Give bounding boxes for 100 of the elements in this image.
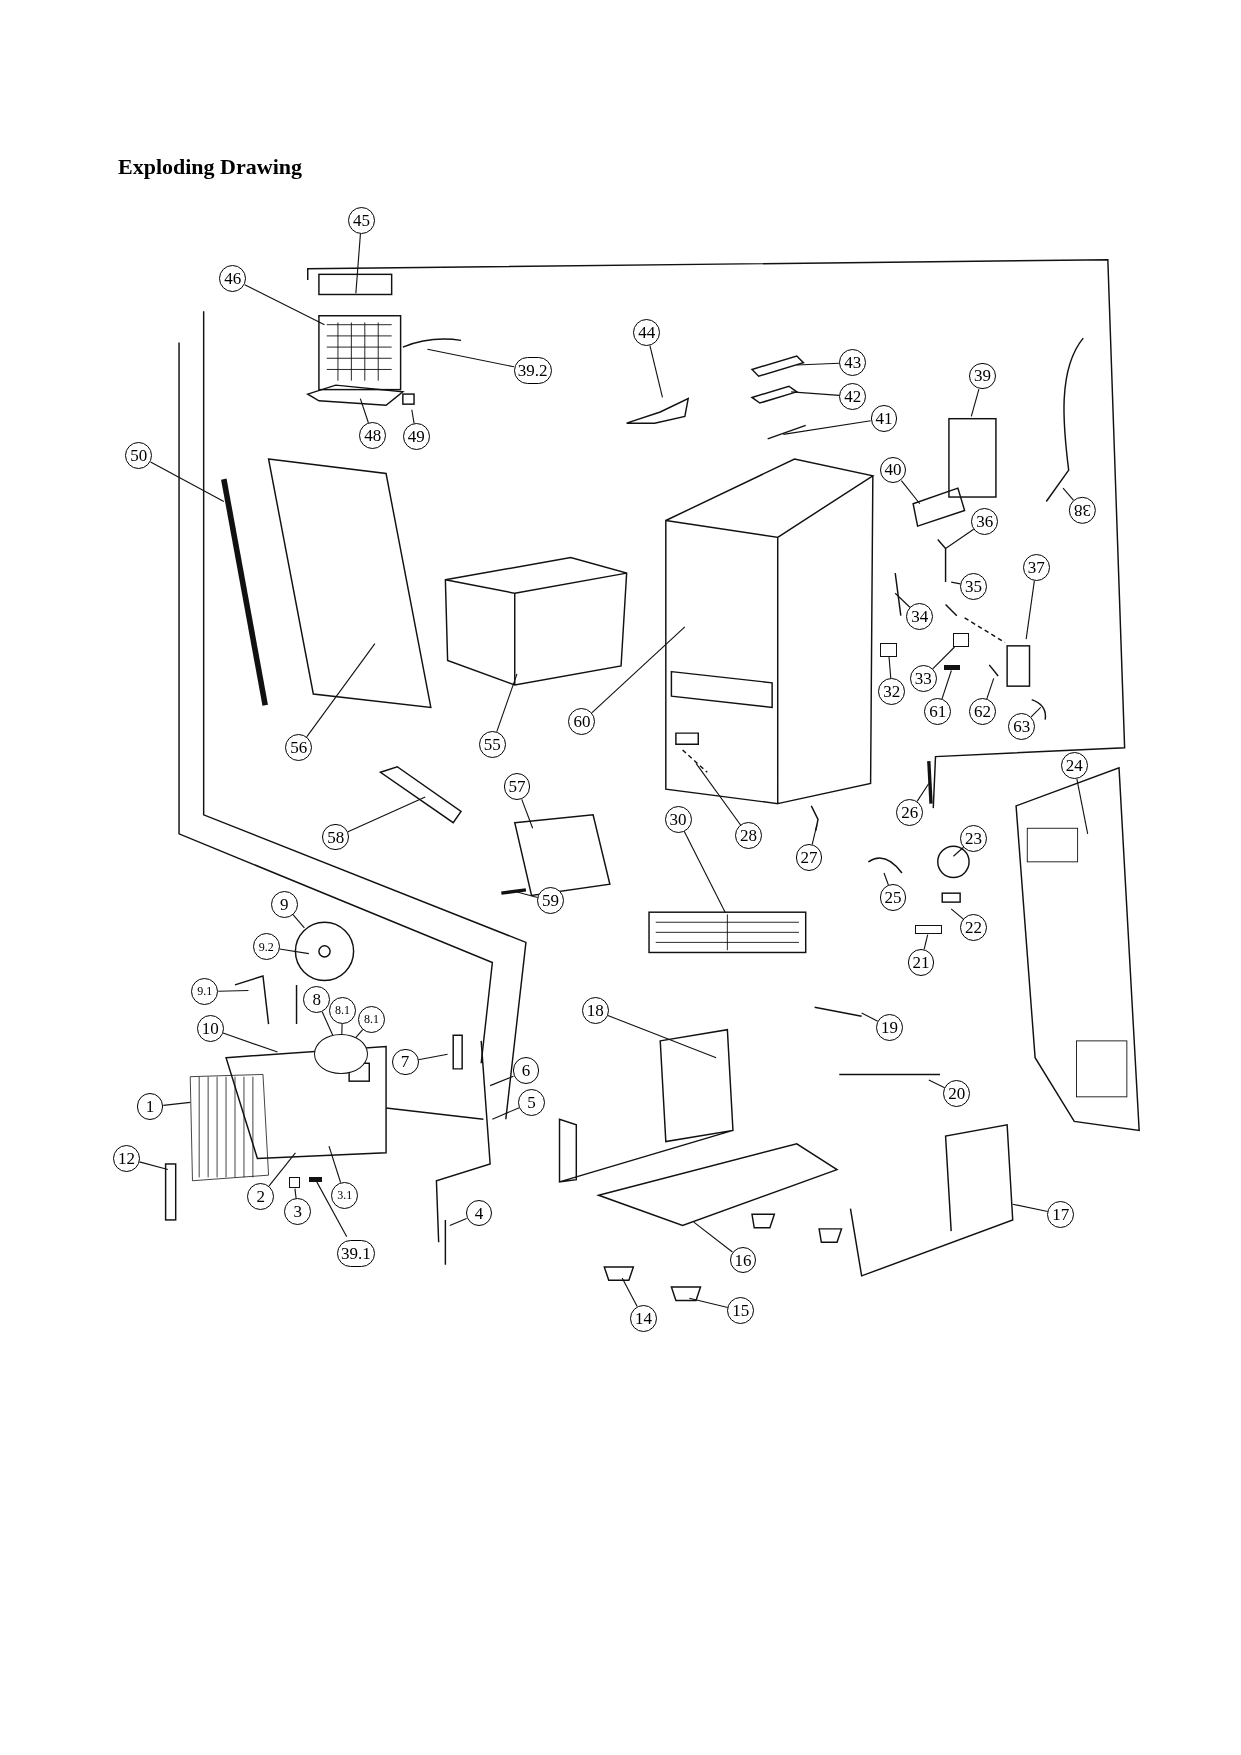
leader-line: [1030, 706, 1042, 718]
callout-number: 22: [960, 914, 987, 942]
callout-number: 42: [839, 382, 867, 410]
callout-number: 19: [876, 1013, 904, 1041]
callout-number: 63: [1008, 712, 1036, 740]
callout-number: 37: [1022, 553, 1050, 581]
callout-number: 6: [512, 1057, 540, 1085]
callout-number: 40: [879, 456, 907, 484]
callout-number: 5: [518, 1088, 545, 1116]
leader-line: [138, 1161, 169, 1171]
leader-line: [150, 461, 225, 503]
leader-line: [945, 528, 975, 550]
leader-line: [782, 420, 872, 435]
leader-line: [1012, 1203, 1049, 1213]
callout-number: 35: [960, 572, 987, 600]
leader-line: [355, 1029, 364, 1038]
callout-number: 57: [503, 773, 531, 801]
leader-line: [693, 1221, 733, 1253]
callout-number: 45: [348, 207, 375, 234]
callout-number: 8: [303, 985, 331, 1013]
callout-number: 10: [196, 1014, 224, 1042]
leader-line: [347, 796, 426, 833]
leader-line: [811, 824, 818, 845]
leader-line: [306, 643, 376, 738]
leader-line: [449, 1217, 468, 1227]
callout-number: 8.1: [358, 1006, 385, 1033]
leader-line: [217, 989, 249, 992]
leader-line: [607, 1014, 717, 1059]
leader-line: [883, 872, 889, 886]
callout-number: 17: [1047, 1200, 1075, 1228]
leader-line: [521, 798, 534, 829]
callout-number: 21: [907, 948, 935, 976]
leader-line: [491, 1107, 520, 1120]
callout-number: 9: [270, 890, 298, 918]
leader-line: [591, 626, 686, 714]
part-outline: [953, 633, 970, 647]
leader-line: [941, 669, 952, 700]
part-outline: [879, 643, 898, 657]
callout-number: 46: [219, 265, 247, 293]
leader-line: [970, 388, 980, 417]
leader-line: [417, 1053, 449, 1061]
callout-number: 25: [879, 884, 907, 911]
callout-number: 32: [878, 678, 906, 705]
leader-line: [916, 782, 930, 802]
leader-line: [244, 284, 326, 326]
callout-number: 23: [960, 824, 987, 852]
leader-line: [426, 348, 515, 368]
callout-number: 28: [735, 822, 763, 850]
leader-line: [321, 1011, 334, 1036]
callout-number: 14: [630, 1304, 657, 1332]
part-outline: [288, 1177, 300, 1189]
callout-number: 60: [568, 708, 596, 736]
callout-number: 33: [909, 664, 937, 692]
leader-line: [796, 362, 840, 366]
callout-number: 61: [924, 698, 952, 726]
callout-number: 4: [465, 1199, 493, 1227]
leader-line: [695, 762, 742, 826]
leader-line: [355, 233, 361, 294]
callout-number: 9.2: [252, 933, 280, 961]
leader-line: [294, 1188, 297, 1200]
leader-line: [268, 1152, 296, 1187]
part-outline: [915, 925, 943, 935]
callout-number: 48: [359, 421, 387, 449]
callout-number: 3: [284, 1198, 312, 1226]
callout-number: 16: [729, 1246, 757, 1274]
leader-line: [790, 391, 840, 396]
leader-line: [986, 677, 995, 700]
callout-number: 15: [727, 1296, 755, 1324]
leader-line: [900, 480, 921, 505]
leader-line: [1025, 580, 1035, 640]
leader-line: [328, 1145, 342, 1184]
callout-number: 43: [839, 349, 867, 376]
leader-line: [316, 1181, 348, 1238]
tube-part: [308, 1177, 323, 1182]
callout-number: 62: [969, 698, 996, 726]
callout-number: 12: [113, 1144, 140, 1172]
leader-line: [952, 846, 965, 857]
leader-line: [496, 673, 518, 733]
callout-number: 39: [969, 362, 996, 390]
callout-number: 39.2: [513, 356, 552, 384]
callout-number: 38: [1068, 496, 1096, 524]
callout-number: 9.1: [191, 978, 219, 1005]
callout-number: 39.1: [336, 1239, 375, 1267]
callout-number: 8.1: [329, 997, 356, 1024]
callout-number: 50: [125, 442, 153, 469]
leader-line: [649, 345, 663, 398]
compressor-body: [314, 1033, 369, 1075]
leader-line: [162, 1101, 191, 1106]
leader-line: [932, 646, 956, 670]
leader-line: [359, 398, 369, 424]
leader-line: [489, 1075, 515, 1087]
callout-number: 24: [1060, 752, 1088, 779]
callout-number: 30: [664, 805, 692, 833]
callout-number: 2: [247, 1182, 275, 1210]
callout-number: 55: [478, 730, 506, 758]
callout-number: 27: [795, 843, 823, 871]
callout-number: 26: [896, 799, 924, 826]
callout-number: 18: [581, 997, 609, 1024]
callout-number: 41: [870, 405, 898, 432]
callout-number: 49: [402, 423, 430, 450]
